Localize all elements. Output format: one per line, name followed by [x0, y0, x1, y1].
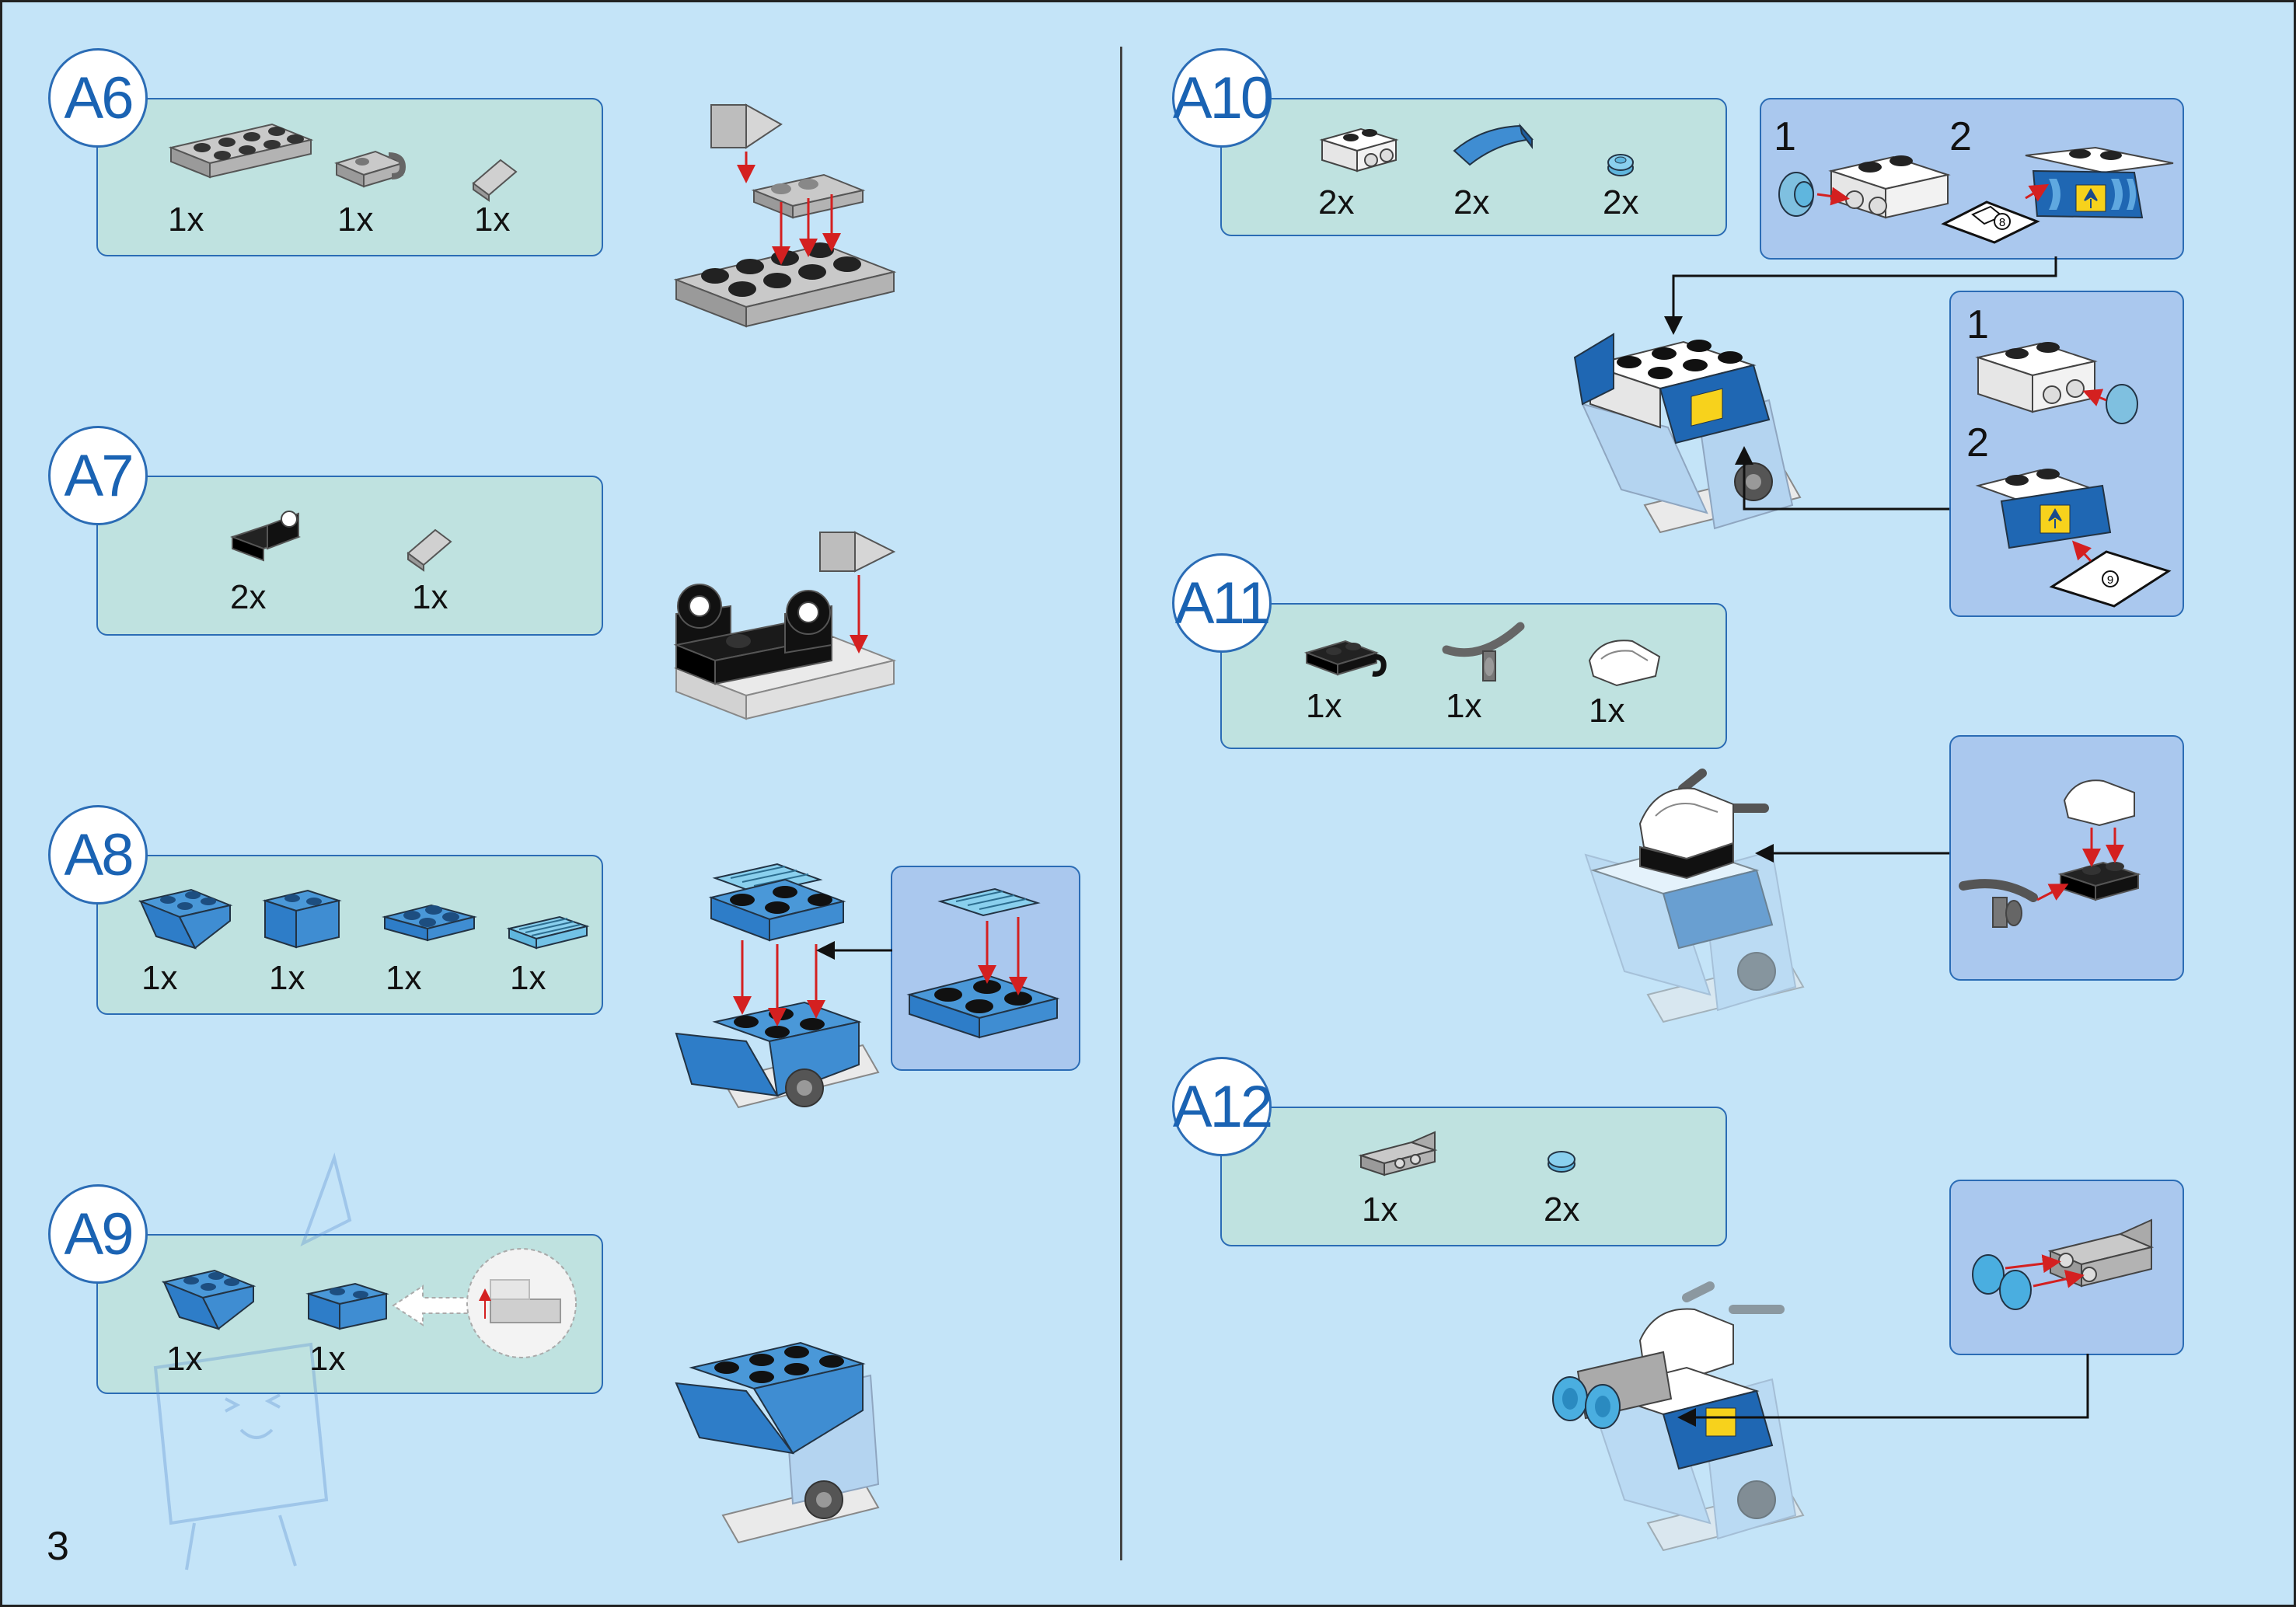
- a10-sticker-9-label: 9: [2107, 573, 2113, 587]
- a10-part-3-qty: 2x: [1603, 183, 1639, 221]
- white-bracket-plate-icon: [1319, 127, 1399, 173]
- page-number: 3: [47, 1524, 69, 1569]
- a8-part-2-qty: 1x: [269, 959, 305, 997]
- step-badge-a8: A8: [48, 805, 148, 905]
- a10-part-1-qty: 2x: [1318, 183, 1355, 221]
- a11-part-1-qty: 1x: [1306, 687, 1342, 725]
- blue-inverted-slope-icon: [138, 888, 233, 950]
- a8-part-1-qty: 1x: [141, 959, 178, 997]
- a6-parts-panel: [96, 98, 603, 256]
- blue-1x2-brick-icon: [305, 1282, 389, 1330]
- trans-round-tile-icon: [1548, 1151, 1575, 1173]
- a9-build-illustration: [675, 1341, 880, 1544]
- a10-parts-panel: [1220, 98, 1727, 236]
- a12-subassembly-illustration: [1972, 1218, 2155, 1310]
- a12-part-1-qty: 1x: [1362, 1190, 1398, 1229]
- a8-subassembly-illustration: [906, 887, 1060, 1039]
- a8-part-3-qty: 1x: [386, 959, 422, 997]
- a7-part-1-qty: 2x: [230, 578, 267, 616]
- a9-hint-magnifier: [466, 1248, 577, 1358]
- a8-part-4-qty: 1x: [510, 959, 546, 997]
- step-badge-a7: A7: [48, 426, 148, 525]
- black-bracket-plate-icon: [230, 511, 301, 562]
- a10-sub1-step-1: 1: [1774, 114, 1796, 159]
- a10-connector-arrow-1: [1664, 256, 2057, 335]
- a10-sub2-step-2: 2: [1966, 420, 1989, 465]
- mascot-watermark: [153, 1152, 352, 1570]
- step-badge-a11: A11: [1172, 553, 1272, 653]
- gray-handlebar-icon: [1442, 622, 1525, 681]
- black-clip-plate-icon: [1303, 640, 1387, 677]
- gray-bracket-plate-icon: [1358, 1131, 1438, 1176]
- a9-part-1-qty: 1x: [166, 1340, 203, 1378]
- a11-subassembly-inset: [1949, 735, 2184, 981]
- blue-2x2-plate-icon: [382, 904, 477, 942]
- a10-part-2-qty: 2x: [1453, 183, 1490, 221]
- a12-part-2-qty: 2x: [1544, 1190, 1580, 1229]
- a10-sub2-illustration: 9: [1975, 342, 2172, 608]
- step-badge-a9: A9: [48, 1184, 148, 1284]
- a10-sub2-step-1: 1: [1966, 302, 1989, 347]
- a10-build-illustration: [1573, 333, 1802, 534]
- a6-part-3-qty: 1x: [474, 200, 511, 239]
- a6-build-illustration: [673, 103, 897, 328]
- step-badge-a10: A10: [1172, 48, 1273, 148]
- blue-1x2-brick-icon: [262, 889, 342, 949]
- a12-connector-arrow: [1677, 1354, 2089, 1427]
- a11-subassembly-illustration: [1959, 779, 2141, 928]
- step-badge-a12: A12: [1172, 1057, 1273, 1156]
- gray-2x4-plate-icon: [168, 123, 314, 179]
- a7-build-illustration: [673, 531, 897, 720]
- trans-grille-tile-icon: [506, 915, 590, 950]
- a10-sticker-8-label: 8: [1999, 216, 2005, 229]
- a10-connector-arrow-2: [1735, 446, 1949, 511]
- a11-part-2-qty: 1x: [1446, 687, 1482, 725]
- gray-clip-plate-icon: [334, 150, 407, 188]
- a10-sub1-illustration: 8: [1778, 146, 2174, 244]
- a9-part-2-qty: 1x: [309, 1340, 346, 1378]
- trans-round-plate-icon: [1607, 154, 1634, 176]
- gray-slope-tile-icon: [472, 159, 518, 202]
- gray-slope-tile-icon: [407, 528, 452, 572]
- blue-curved-slope-icon: [1453, 123, 1534, 166]
- a11-connector-arrow: [1755, 844, 1949, 863]
- step-badge-a6: A6: [48, 48, 148, 148]
- a12-parts-panel: [1220, 1107, 1727, 1246]
- a10-sub1-step-2: 2: [1949, 114, 1972, 159]
- a8-build-illustration: [675, 863, 880, 1109]
- a11-part-3-qty: 1x: [1589, 692, 1625, 730]
- a7-parts-panel: [96, 476, 603, 636]
- blue-inverted-slope-icon: [161, 1269, 256, 1330]
- a11-build-illustration: [1584, 769, 1805, 1023]
- a12-build-illustration: [1552, 1281, 1805, 1552]
- a6-part-1-qty: 1x: [168, 200, 204, 239]
- white-seat-icon: [1588, 640, 1661, 687]
- a8-connector-arrow: [816, 941, 892, 960]
- column-divider: [1120, 47, 1122, 1560]
- a7-part-2-qty: 1x: [412, 578, 448, 616]
- a6-part-2-qty: 1x: [337, 200, 374, 239]
